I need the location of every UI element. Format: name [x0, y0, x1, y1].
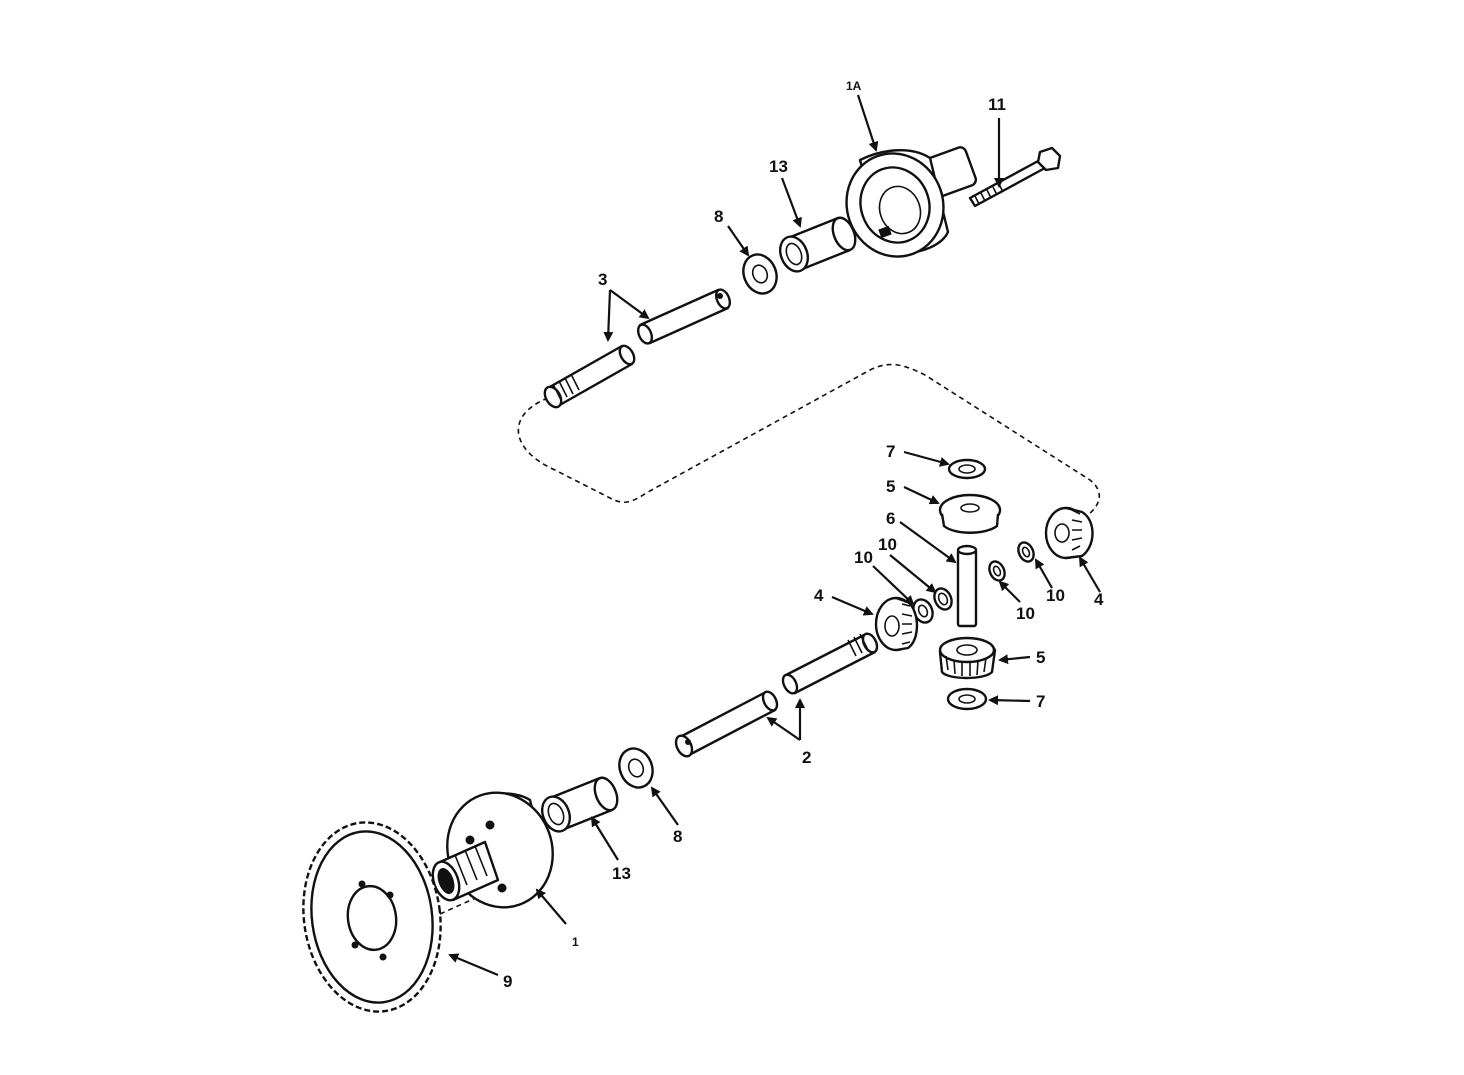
- callout-5-bottom: 5: [1036, 648, 1045, 667]
- sprocket-dashed-path: [439, 895, 481, 915]
- gear-4-left: [874, 596, 919, 652]
- callout-10-a: 10: [878, 535, 897, 554]
- callout-7-bottom: 7: [1036, 692, 1045, 711]
- washer-8-bottom: [618, 747, 654, 789]
- washer-8-top: [742, 253, 778, 295]
- pin-6: [956, 544, 978, 628]
- callout-7-top: 7: [886, 442, 895, 461]
- assembly-dashed-path: [517, 363, 1100, 516]
- callout-1: 1: [572, 935, 579, 949]
- washer-10-left-b: [933, 587, 953, 611]
- callout-6: 6: [886, 509, 895, 528]
- washer-7-bottom: [946, 687, 988, 711]
- washer-10-far-right: [1017, 541, 1035, 563]
- callout-10-d: 10: [1046, 586, 1065, 605]
- axle-3: [543, 288, 732, 409]
- callout-3: 3: [598, 270, 607, 289]
- sleeve-13-top: [778, 216, 857, 273]
- callout-8-bottom: 8: [673, 827, 682, 846]
- callout-2: 2: [802, 748, 811, 767]
- callout-13-bottom: 13: [612, 864, 631, 883]
- sprocket-9: [302, 821, 442, 1013]
- callout-9: 9: [503, 972, 512, 991]
- callout-1a: 1A: [846, 79, 862, 93]
- bolt-11: [968, 146, 1062, 208]
- washer-7-top: [947, 458, 987, 480]
- callout-8-top: 8: [714, 207, 723, 226]
- washer-10-right: [988, 560, 1006, 582]
- gear-5-top: [938, 493, 1002, 534]
- housing-1a: [845, 146, 978, 258]
- callout-5-top: 5: [886, 477, 895, 496]
- gear-5-bottom: [938, 636, 997, 680]
- callout-4-left: 4: [814, 586, 824, 605]
- housing-1: [431, 791, 554, 909]
- sleeve-13-bottom: [540, 776, 619, 833]
- callout-10-c: 10: [1016, 604, 1035, 623]
- leader-lines: [448, 94, 1101, 977]
- axle-2: [674, 632, 879, 758]
- callout-11: 11: [988, 95, 1006, 114]
- callout-4-right: 4: [1094, 590, 1104, 609]
- callout-13-top: 13: [769, 157, 788, 176]
- callout-10-b: 10: [854, 548, 873, 567]
- gear-4-right: [1044, 506, 1094, 560]
